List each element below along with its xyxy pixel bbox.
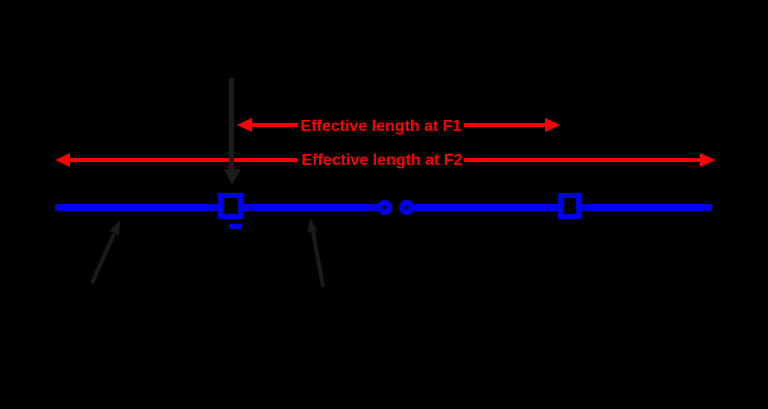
trap-left-tuning-stub	[229, 224, 241, 229]
pointer-inner-shaft	[311, 231, 325, 288]
f2-left-arrowhead-icon	[55, 153, 70, 167]
pointer-down-arrow	[224, 78, 241, 185]
trap-right-body	[558, 193, 581, 219]
f1-label: Effective length at F1	[301, 118, 462, 135]
pointer-down-arrowhead-icon	[224, 169, 241, 185]
f2-right-segment	[464, 158, 703, 162]
f1-left-arrowhead-icon	[237, 118, 252, 132]
f2-label: Effective length at F2	[302, 152, 463, 169]
f1-right-arrowhead-icon	[545, 118, 560, 132]
f1-right-segment	[464, 123, 548, 127]
pointer-left-arrowhead-icon	[109, 220, 120, 236]
pointer-arrow-inner-wire	[307, 218, 325, 288]
trap-left	[218, 193, 243, 229]
f1-dimension-arrow: Effective length at F1	[237, 118, 560, 135]
feedpoint-gap	[391, 202, 400, 213]
f1-left-segment	[249, 123, 297, 127]
f2-dimension-arrow: Effective length at F2	[55, 152, 715, 169]
pointer-inner-arrowhead-icon	[307, 218, 318, 233]
pointer-arrow-left-wire	[90, 220, 120, 284]
trap-right	[558, 193, 581, 219]
f2-right-arrowhead-icon	[700, 153, 715, 167]
feedpoint-eyelet-right-hole	[404, 205, 409, 210]
trap-left-gap	[227, 202, 234, 213]
feedpoint-eyelet-left-hole	[382, 205, 387, 210]
f2-left-segment	[67, 158, 297, 162]
feedpoint	[377, 200, 414, 215]
pointer-left-shaft	[90, 233, 116, 284]
pointer-down-shaft	[229, 78, 234, 171]
